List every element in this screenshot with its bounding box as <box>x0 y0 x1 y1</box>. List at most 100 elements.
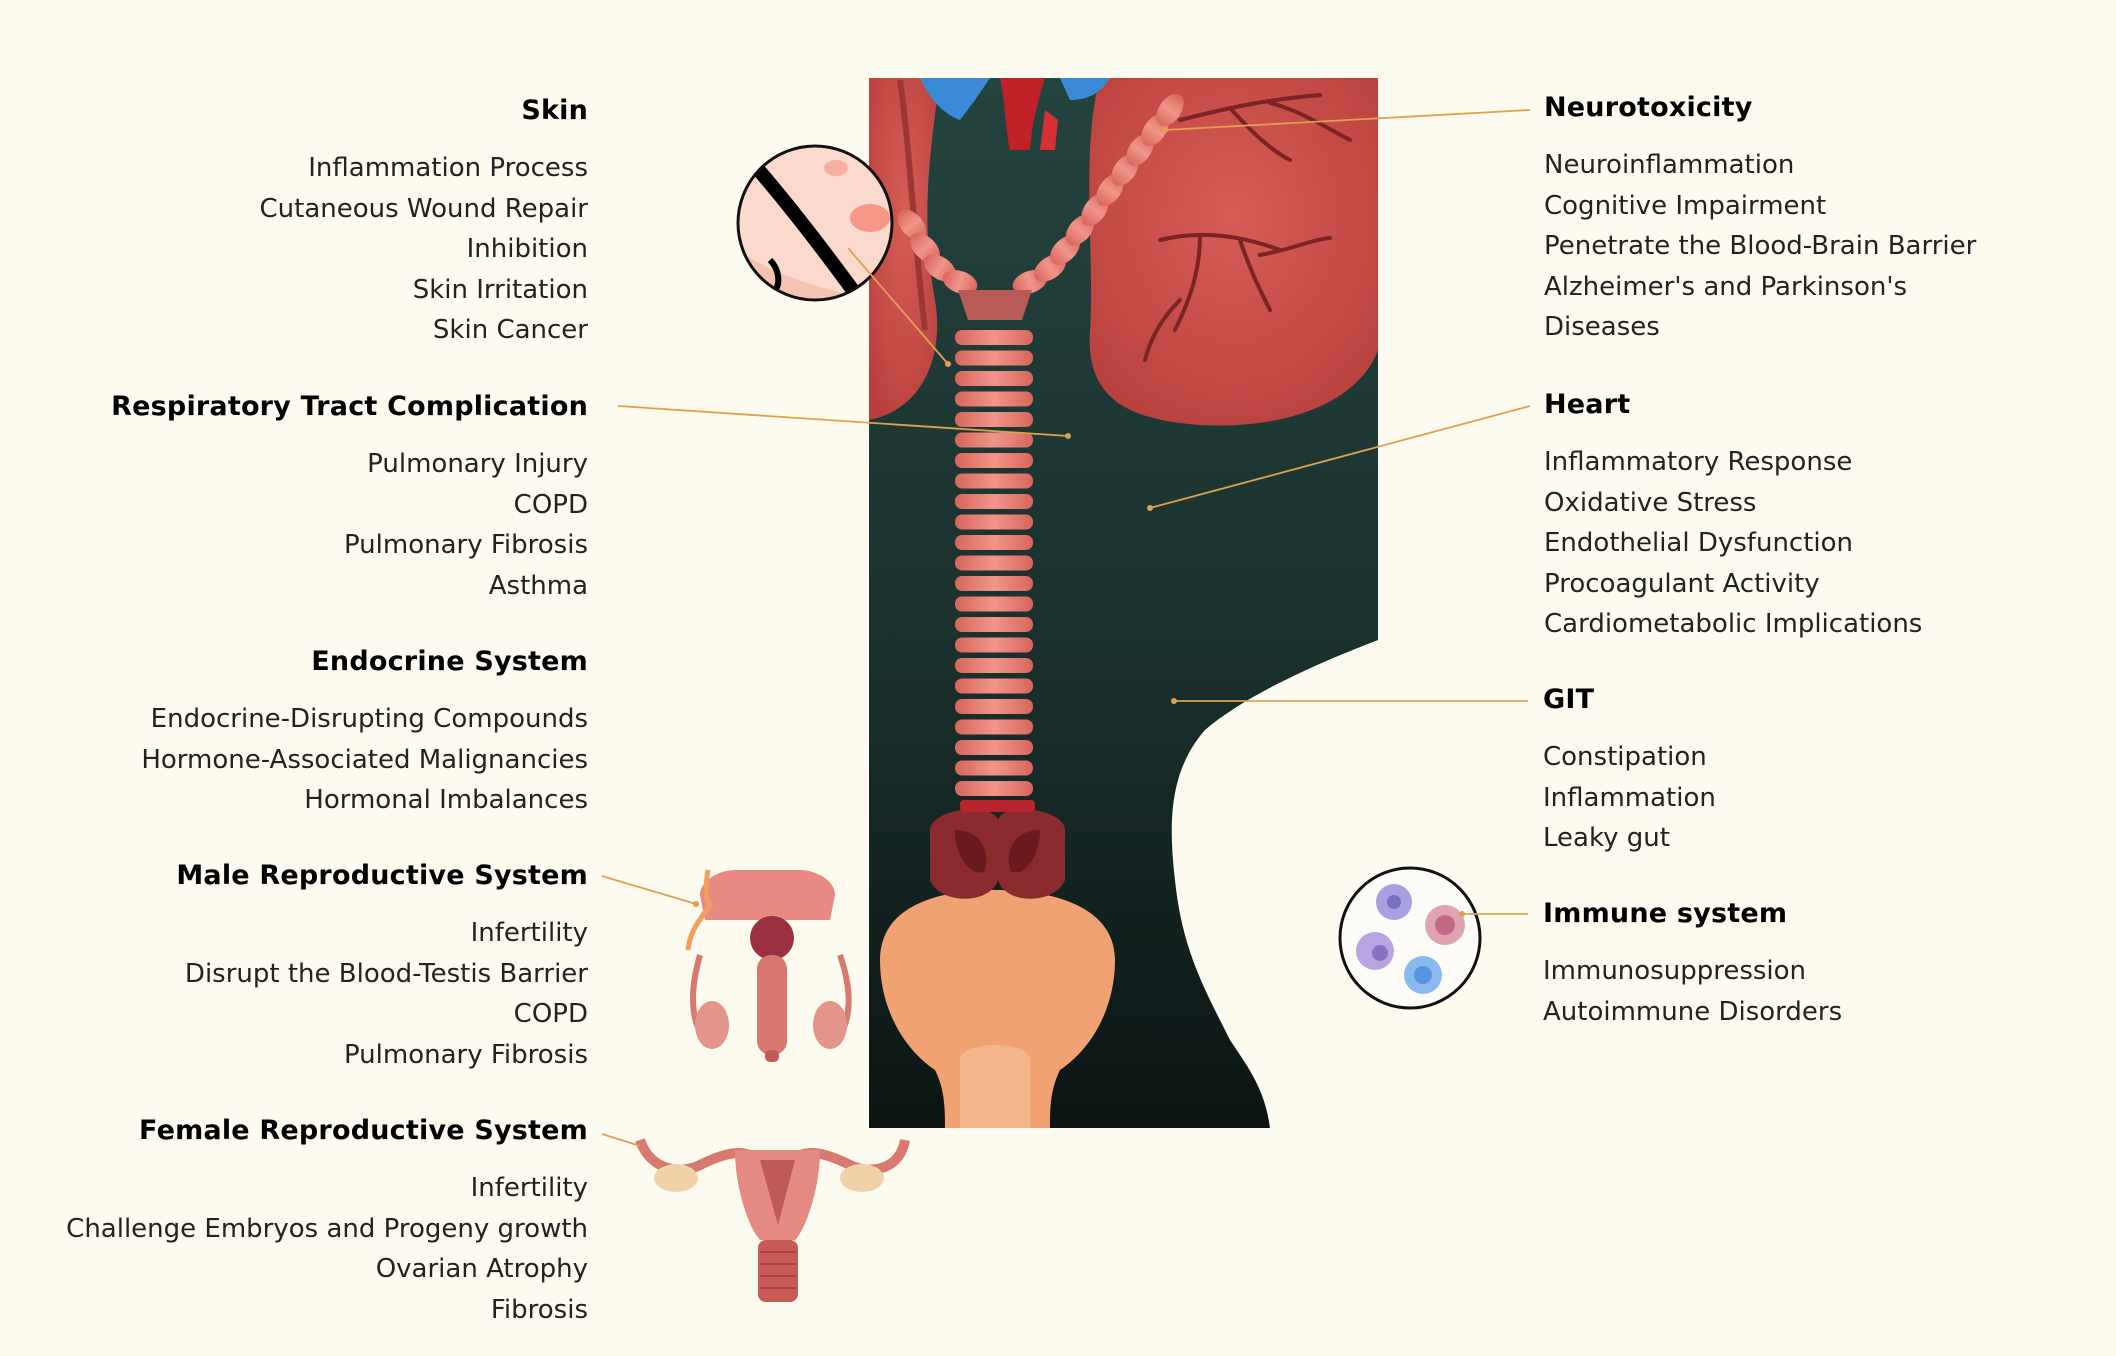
trachea-ring <box>955 494 1033 509</box>
leader-male <box>601 875 697 905</box>
list-item: Diseases <box>1544 312 1660 342</box>
list-item: Inflammatory Response <box>1544 447 1853 477</box>
female-reproductive-illustration <box>635 1138 910 1302</box>
group-title: GIT <box>1543 684 1595 715</box>
trachea-ring <box>955 330 1033 345</box>
group-title: Endocrine System <box>311 646 588 677</box>
trachea-ring <box>955 596 1033 612</box>
trachea-ring <box>955 432 1033 448</box>
group-title: Immune system <box>1543 898 1788 929</box>
list-item: Inflammation <box>1543 782 1716 813</box>
trachea-ring <box>955 699 1033 714</box>
skin-inset <box>738 146 892 300</box>
list-item: Skin Irritation <box>412 274 588 305</box>
list-item: Ovarian Atrophy <box>375 1254 588 1284</box>
list-item: Pulmonary Fibrosis <box>343 530 588 560</box>
list-item: Cognitive Impairment <box>1544 190 1827 221</box>
list-item: Oxidative Stress <box>1544 487 1757 518</box>
list-item: Alzheimer's and Parkinson's <box>1544 271 1908 302</box>
trachea-ring <box>955 371 1033 386</box>
list-item: Hormone-Associated Malignancies <box>141 744 588 775</box>
trachea-ring <box>955 637 1033 653</box>
list-item: Inflammation Process <box>308 153 588 183</box>
immune-cells-inset <box>1340 868 1480 1008</box>
male-reproductive-illustration <box>685 869 852 1062</box>
right-lung <box>1089 78 1378 426</box>
group-title: Respiratory Tract Complication <box>111 391 588 422</box>
trachea-ring <box>955 719 1033 735</box>
group-title: Female Reproductive System <box>139 1115 588 1146</box>
leader-respiratory <box>617 405 1069 437</box>
list-item: Cutaneous Wound Repair <box>259 193 589 224</box>
group-title: Skin <box>521 95 588 126</box>
list-item: Infertility <box>470 918 588 948</box>
leader-lines <box>601 109 1531 1147</box>
list-item: Leaky gut <box>1543 823 1670 853</box>
trachea-ring <box>955 555 1033 571</box>
list-item: Pulmonary Fibrosis <box>343 1039 588 1070</box>
list-item: Fibrosis <box>490 1294 588 1325</box>
leader-skin <box>847 247 949 365</box>
list-item: Cardiometabolic Implications <box>1544 609 1923 639</box>
trachea-ring <box>955 740 1033 755</box>
list-item: Neuroinflammation <box>1544 150 1795 180</box>
list-item: COPD <box>513 999 588 1029</box>
trachea-ring <box>955 658 1033 673</box>
leader-female <box>601 1133 641 1147</box>
trachea-ring <box>955 453 1033 468</box>
leader-neuro <box>1164 109 1531 131</box>
trachea-ring <box>955 535 1033 550</box>
list-item: Penetrate the Blood-Brain Barrier <box>1544 231 1977 261</box>
trachea-ring <box>955 514 1033 530</box>
list-item: Pulmonary Injury <box>367 449 588 479</box>
list-item: Disrupt the Blood-Testis Barrier <box>184 958 588 989</box>
list-item: Constipation <box>1543 742 1707 772</box>
group-title: Neurotoxicity <box>1544 92 1753 123</box>
group-title: Heart <box>1544 389 1631 420</box>
trachea-ring <box>955 391 1033 407</box>
bronchus-rings <box>897 93 1184 295</box>
trachea-ring <box>955 412 1033 427</box>
list-item: Infertility <box>470 1173 588 1203</box>
list-item: Hormonal Imbalances <box>304 785 588 815</box>
group-endocrine: Endocrine System Endocrine-Disrupting Co… <box>141 645 588 821</box>
trachea-ring <box>955 678 1033 694</box>
trachea-ring <box>955 781 1033 796</box>
list-item: Skin Cancer <box>432 315 588 345</box>
group-respiratory: Respiratory Tract Complication Pulmonary… <box>111 390 588 606</box>
list-item: Autoimmune Disorders <box>1543 996 1843 1027</box>
trachea-ring <box>955 350 1033 366</box>
trachea-ring <box>955 576 1033 591</box>
list-item: Immunosuppression <box>1543 956 1807 986</box>
trachea-ring <box>955 617 1033 632</box>
leader-heart <box>1149 405 1531 509</box>
trachea-rings <box>955 330 1033 796</box>
list-item: Challenge Embryos and Progeny growth <box>66 1213 588 1244</box>
group-title: Male Reproductive System <box>176 860 588 891</box>
list-item: Inhibition <box>466 234 588 264</box>
trachea-ring <box>955 473 1033 489</box>
trachea-ring <box>955 760 1033 776</box>
list-item: Asthma <box>488 570 588 601</box>
list-item: Procoagulant Activity <box>1544 568 1820 599</box>
list-item: Endothelial Dysfunction <box>1544 528 1854 558</box>
list-item: COPD <box>513 489 588 520</box>
